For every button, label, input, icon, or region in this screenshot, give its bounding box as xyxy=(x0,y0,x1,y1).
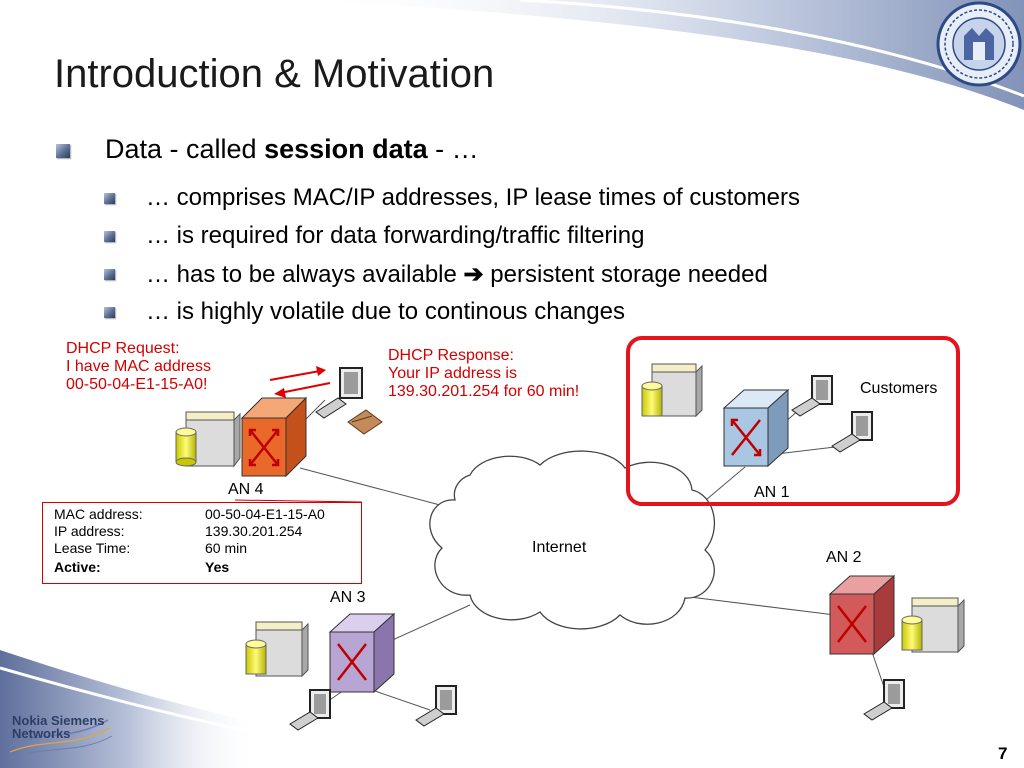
bottom-band xyxy=(0,650,520,768)
university-seal xyxy=(936,1,1022,87)
main-bullet-text: Data - called session data - … xyxy=(105,134,479,165)
bottom-band-stripe xyxy=(0,666,471,768)
sub-bullet-icon xyxy=(104,231,115,242)
server-an1-icon xyxy=(641,363,703,418)
server-an3-icon xyxy=(245,621,309,678)
an2-label: AN 2 xyxy=(826,549,862,566)
dhcp-response-line: 139.30.201.254 for 60 min! xyxy=(388,383,580,400)
router-an1-icon xyxy=(722,388,790,468)
lease-value: 60 min xyxy=(205,540,248,556)
main-bullet-bold: session data xyxy=(264,134,428,164)
nokia-siemens-logo-swirl xyxy=(9,719,113,759)
main-bullet-suffix: - … xyxy=(427,134,479,164)
router-an4-icon xyxy=(240,396,308,478)
dhcp-response-line: Your IP address is xyxy=(388,365,517,382)
top-band xyxy=(300,0,1024,110)
customer-pc-an1b-icon xyxy=(831,411,873,453)
session-record-box: MAC address: 00-50-04-E1-15-A0 IP addres… xyxy=(42,502,362,584)
dhcp-response-line: DHCP Response: xyxy=(388,347,514,364)
sub-bullet-icon xyxy=(104,193,115,204)
server-an2-icon xyxy=(901,597,965,654)
router-an2-icon xyxy=(828,574,896,656)
logo-line: Networks xyxy=(12,726,71,741)
an3-label: AN 3 xyxy=(330,589,366,606)
main-bullet-prefix: Data - called xyxy=(105,134,265,164)
customer-pc-an4-icon xyxy=(315,367,363,419)
main-bullet-icon xyxy=(56,144,70,158)
dhcp-request-line: DHCP Request: xyxy=(66,340,180,357)
infobox-connector xyxy=(234,499,363,503)
dhcp-response-text: DHCP Response: Your IP address is 139.30… xyxy=(388,347,579,401)
sub-bullet-4: … is highly volatile due to continous ch… xyxy=(146,298,625,325)
lease-label: Lease Time: xyxy=(54,540,131,556)
sub-bullet-3-text: … has to be always available xyxy=(146,261,457,288)
dhcp-request-line: 00-50-04-E1-15-A0! xyxy=(66,376,208,393)
customer-pc-an1a-icon xyxy=(791,375,833,417)
page-number: 7 xyxy=(998,744,1008,763)
customer-pc-an2-icon xyxy=(863,679,905,721)
active-value: Yes xyxy=(205,559,230,575)
customers-highlight-box xyxy=(626,336,960,506)
sub-bullet-icon xyxy=(104,269,115,280)
packet-envelope-icon xyxy=(347,409,383,435)
internet-label: Internet xyxy=(532,539,587,556)
sub-bullet-3-tail: persistent storage needed xyxy=(490,261,768,288)
router-an3-icon xyxy=(328,612,396,694)
customer-pc-an3b-icon xyxy=(415,685,457,727)
customer-pc-an3a-icon xyxy=(289,689,331,731)
mac-label: MAC address: xyxy=(54,506,143,522)
sub-bullet-icon xyxy=(104,307,115,318)
logo-line: Nokia Siemens xyxy=(12,713,105,728)
dhcp-arrows-icon xyxy=(269,366,331,398)
dhcp-request-line: I have MAC address xyxy=(66,358,211,375)
customers-label: Customers xyxy=(860,380,938,397)
right-arrow-icon: ➔ xyxy=(463,261,484,288)
active-label: Active: xyxy=(54,559,101,575)
sub-bullet-3: … has to be always available ➔ persisten… xyxy=(146,260,768,289)
server-an4-icon xyxy=(175,411,241,468)
ip-label: IP address: xyxy=(54,523,125,539)
mac-value: 00-50-04-E1-15-A0 xyxy=(205,506,325,522)
dhcp-request-text: DHCP Request: I have MAC address 00-50-0… xyxy=(66,340,211,394)
nokia-siemens-logo: Nokia Siemens Networks xyxy=(12,714,105,740)
sub-bullet-1: … comprises MAC/IP addresses, IP lease t… xyxy=(146,184,801,211)
sub-bullet-2: … is required for data forwarding/traffi… xyxy=(146,222,645,249)
slide-title: Introduction & Motivation xyxy=(54,52,495,96)
an1-label: AN 1 xyxy=(754,484,790,501)
ip-value: 139.30.201.254 xyxy=(205,523,303,539)
internet-cloud xyxy=(429,450,716,630)
an4-label: AN 4 xyxy=(228,481,264,498)
